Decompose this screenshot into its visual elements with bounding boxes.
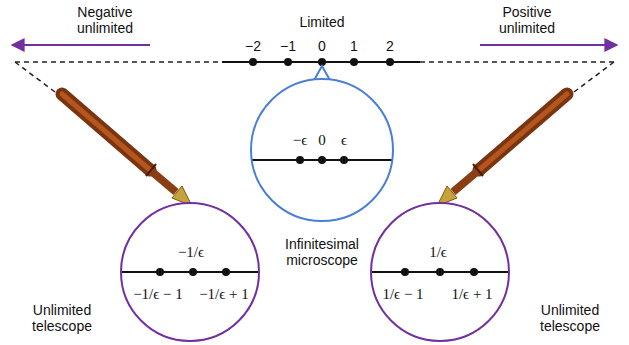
positive-arrow [480,44,617,46]
dashed-line [420,61,614,63]
circle-ground [121,203,259,341]
point-label: −ϵ [293,132,308,149]
inner-dots [296,156,348,164]
point-label: −1/ϵ [178,244,204,261]
tick-number: −1 [280,38,296,54]
circle-ground [251,79,393,221]
point-label: −1/ϵ + 1 [199,286,249,303]
dashed-line [15,61,222,63]
tick-number: −2 [245,38,261,54]
region-label: Negative unlimited [69,4,141,36]
telescope-circle: 1/ϵ 1/ϵ − 1 1/ϵ + 1 [370,202,510,342]
dashed-line [574,62,614,92]
microscope-label: Infinitesimal microscope [272,236,372,268]
point-label: 1/ϵ + 1 [451,286,492,303]
point-label: −1/ϵ − 1 [133,286,183,303]
telescope [62,94,192,206]
number-dots [249,58,394,66]
tick-number: 0 [318,38,326,54]
region-label: Limited [299,14,344,30]
point-label: 0 [318,132,326,149]
telescope-label: Unlimited telescope [23,302,101,334]
telescope-circle: −1/ϵ −1/ϵ − 1 −1/ϵ + 1 [120,202,260,342]
microscope-circle: −ϵ 0ϵ [250,78,394,222]
inner-dots [156,268,230,276]
circle-ground [371,203,509,341]
tick-number: 1 [350,38,358,54]
telescope [437,94,567,206]
tick-number: 2 [386,38,394,54]
inner-dots [401,268,478,276]
point-label: 1/ϵ − 1 [382,286,423,303]
point-label: 1/ϵ [429,244,447,261]
telescope-label: Unlimited telescope [531,302,609,334]
region-label: Positive unlimited [491,4,563,36]
point-label: ϵ [341,132,347,149]
negative-arrow [12,44,150,46]
dashed-line [15,62,55,92]
